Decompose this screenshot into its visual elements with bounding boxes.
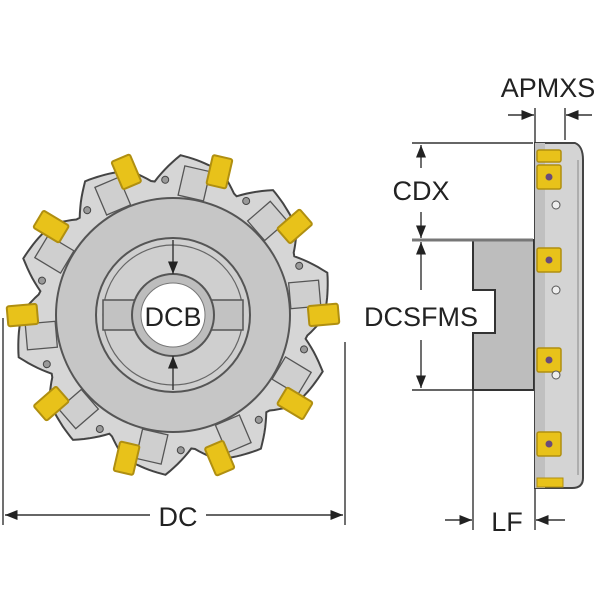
side-inserts xyxy=(536,149,564,488)
tooth xyxy=(5,303,59,369)
insert-pockets xyxy=(5,153,341,477)
side-insert xyxy=(536,149,562,163)
side-view xyxy=(472,142,584,489)
dc-dimension: DC xyxy=(2,318,346,532)
lf-label: LF xyxy=(491,507,523,537)
tooth xyxy=(83,153,142,216)
insert-screw-icon xyxy=(545,256,553,264)
screw-icon xyxy=(176,446,185,455)
screw-icon xyxy=(300,345,309,354)
insert xyxy=(33,386,70,422)
screw-icon xyxy=(254,415,263,424)
insert xyxy=(205,154,234,190)
tooth xyxy=(161,154,234,202)
lf-dimension: LF xyxy=(445,390,565,537)
tooth xyxy=(242,197,313,244)
insert xyxy=(32,210,70,244)
pocket xyxy=(271,356,313,396)
hole-icon xyxy=(551,285,561,295)
screw-icon xyxy=(83,206,92,215)
screw-icon xyxy=(37,276,46,285)
screw-icon xyxy=(295,261,304,270)
screw-icon xyxy=(95,424,104,433)
tooth xyxy=(204,414,263,477)
insert xyxy=(276,386,314,420)
insert xyxy=(306,302,341,327)
tooth xyxy=(112,428,185,476)
hole-icon xyxy=(551,370,561,380)
dcb-label: DCB xyxy=(144,302,201,332)
dc-label: DC xyxy=(159,502,198,532)
cdx-dimension: CDX xyxy=(392,142,533,242)
bore xyxy=(140,282,206,348)
pocket xyxy=(135,428,169,465)
cutter-side-body xyxy=(534,142,584,489)
screw-icon xyxy=(161,175,170,184)
tooth xyxy=(287,261,341,327)
insert xyxy=(5,303,40,328)
tooth xyxy=(33,386,104,433)
dcsfms-dimension: DCSFMS xyxy=(364,242,478,391)
pocket xyxy=(33,234,75,274)
screw-icon xyxy=(242,197,251,206)
pocket xyxy=(177,165,211,202)
insert xyxy=(204,440,236,477)
shank-hub xyxy=(472,239,535,391)
tooth xyxy=(32,210,75,285)
pocket xyxy=(24,320,59,351)
insert xyxy=(276,208,313,244)
pocket xyxy=(287,279,322,310)
dcsfms-label: DCSFMS xyxy=(364,302,478,332)
insert-screw-icon xyxy=(545,440,553,448)
apmxs-dimension: APMXS xyxy=(501,73,596,143)
body-face xyxy=(535,143,545,488)
insert xyxy=(110,153,142,190)
insert-screw-icon xyxy=(545,356,553,364)
pocket xyxy=(246,200,289,242)
hole-icon xyxy=(551,200,561,210)
insert-screw-icon xyxy=(545,173,553,181)
cdx-label: CDX xyxy=(392,176,449,206)
screw-icon xyxy=(42,360,51,369)
front-view: DCB xyxy=(5,153,341,477)
apmxs-label: APMXS xyxy=(501,73,596,103)
side-insert xyxy=(536,477,564,488)
insert xyxy=(112,440,141,476)
tooth xyxy=(271,345,314,420)
pocket xyxy=(57,388,100,430)
